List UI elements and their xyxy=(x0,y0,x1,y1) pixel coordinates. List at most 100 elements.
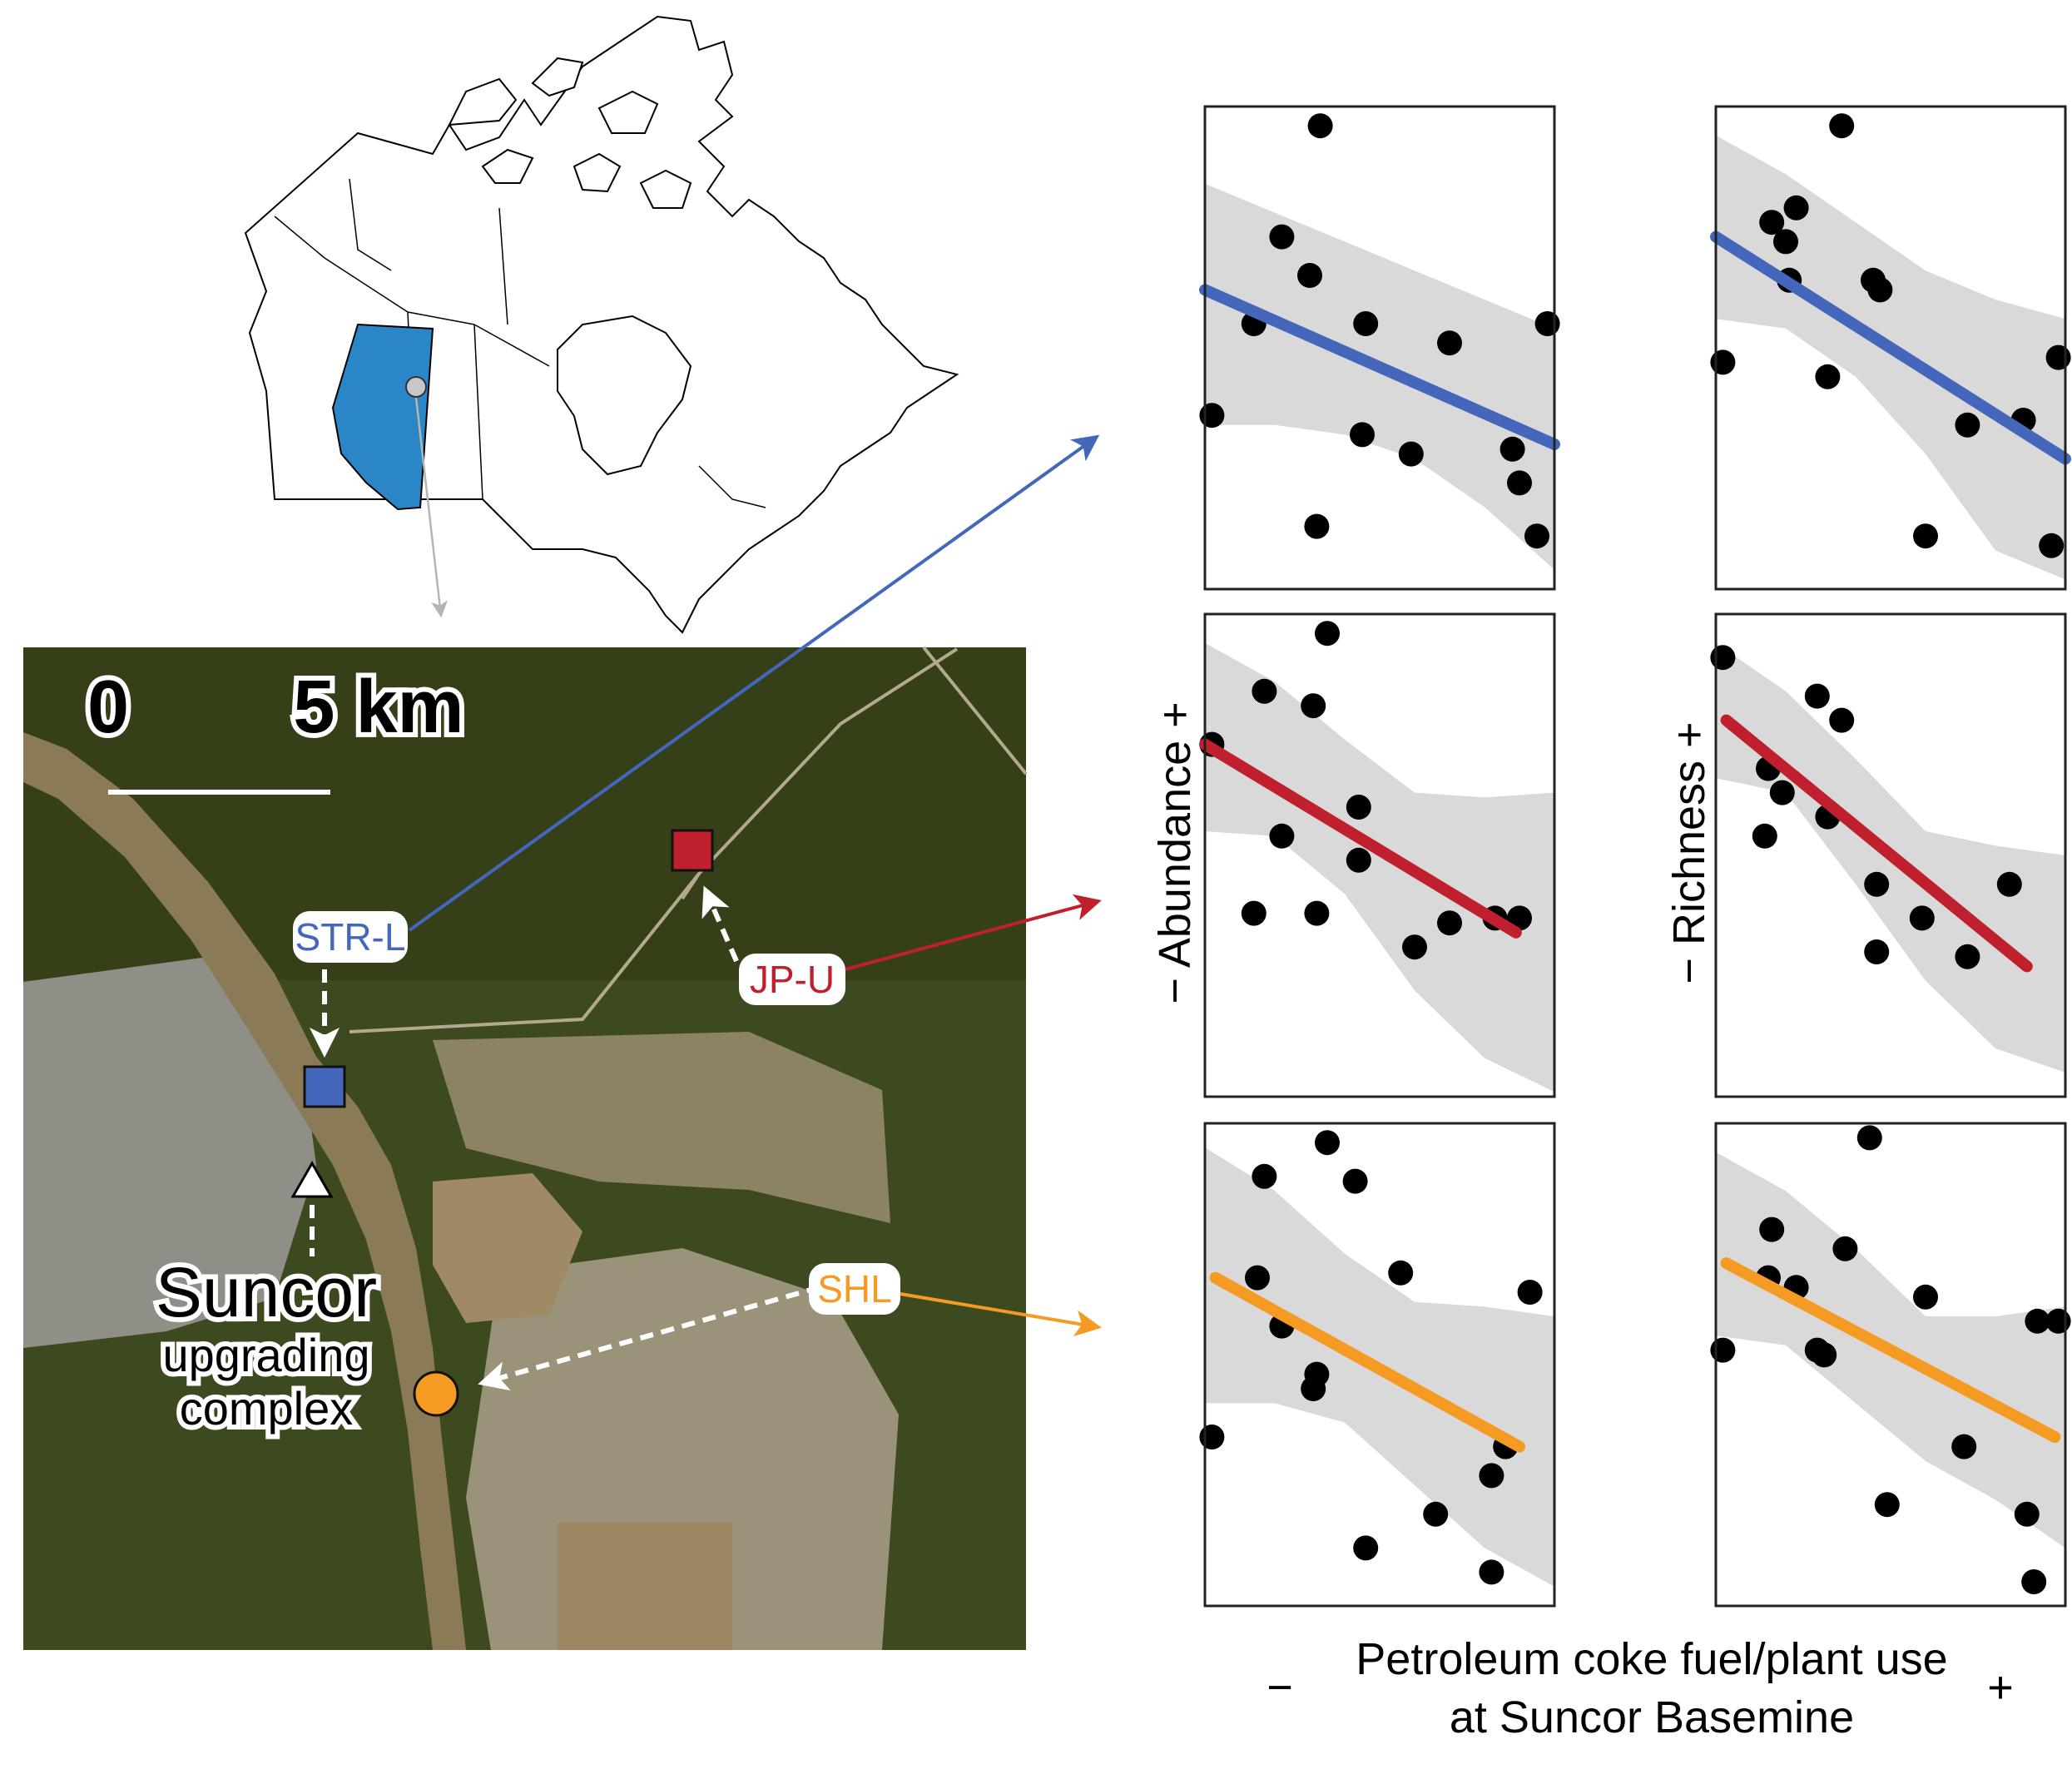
suncor-name: Suncor xyxy=(156,1253,377,1331)
roads xyxy=(349,646,1028,1033)
data-point xyxy=(1856,1125,1882,1151)
data-point xyxy=(1783,195,1809,221)
data-point xyxy=(1315,1130,1340,1156)
data-point xyxy=(1199,403,1225,429)
province-borders xyxy=(274,178,766,508)
panel-jp-u-abundance xyxy=(1199,612,1556,1098)
x-axis-plus: + xyxy=(1987,1662,2014,1712)
data-point xyxy=(2045,344,2071,370)
panel-frame xyxy=(1203,1122,1556,1608)
data-point xyxy=(2021,1569,2047,1594)
data-point xyxy=(2039,533,2065,558)
mine-area-west xyxy=(23,957,316,1348)
data-point xyxy=(1815,364,1841,389)
panel-shl-richness xyxy=(1710,1122,2071,1608)
data-point xyxy=(1479,1463,1504,1489)
confidence-band xyxy=(1205,642,1554,1093)
suncor-line1: upgrading xyxy=(162,1329,369,1381)
suncor-label: Suncor upgrading complex xyxy=(151,1248,382,1439)
alberta-province xyxy=(331,323,434,511)
data-point xyxy=(1955,944,1980,969)
data-point xyxy=(1829,707,1855,733)
panel-frame xyxy=(1714,1122,2067,1608)
data-point xyxy=(1864,871,1890,897)
data-point xyxy=(1769,780,1795,805)
data-point xyxy=(2014,1501,2040,1527)
data-point xyxy=(1350,422,1375,448)
x-axis-label-line2: at Suncor Basemine xyxy=(1450,1692,1854,1742)
panel-frame xyxy=(1203,612,1556,1098)
data-point xyxy=(1867,277,1893,303)
arrow-shl xyxy=(900,1292,1102,1337)
data-point xyxy=(1315,621,1340,647)
tailings-pond xyxy=(433,1173,582,1323)
x-axis-label-line1: Petroleum coke fuel/plant use xyxy=(1356,1634,1947,1684)
scale-zero: 0 xyxy=(87,666,129,749)
canada-locator-map xyxy=(244,15,959,634)
data-point xyxy=(1874,1492,1900,1518)
arrow-str-l xyxy=(408,434,1100,932)
data-point xyxy=(1346,847,1371,873)
locator-arrow xyxy=(414,397,448,618)
panel-frame xyxy=(1714,612,2067,1098)
trend-line xyxy=(1720,714,2033,973)
data-point xyxy=(1342,1168,1368,1194)
data-point xyxy=(1710,1337,1736,1363)
data-point xyxy=(1864,939,1890,964)
data-point xyxy=(1913,523,1938,549)
data-point xyxy=(1307,113,1333,139)
data-point xyxy=(1710,349,1736,375)
study-area-locator xyxy=(405,376,427,398)
data-point xyxy=(1517,1280,1543,1305)
panel-jp-u-richness xyxy=(1710,612,2067,1098)
data-point xyxy=(1388,1260,1414,1286)
data-point xyxy=(1479,1559,1504,1585)
site-shl-label: SHL xyxy=(817,1267,891,1311)
site-str-l-label: STR-L xyxy=(295,915,406,959)
scatter-panels xyxy=(1199,105,2071,1608)
data-point xyxy=(2025,1308,2050,1334)
settling-pond xyxy=(558,1523,732,1650)
data-point xyxy=(1499,436,1525,462)
data-point xyxy=(1353,1535,1379,1561)
panel-str-l-abundance xyxy=(1199,105,1560,591)
confidence-band xyxy=(1205,183,1554,570)
data-point xyxy=(1241,900,1266,926)
data-point xyxy=(1759,210,1785,235)
trend-line xyxy=(1209,1271,1525,1453)
data-point xyxy=(1437,910,1462,936)
data-point xyxy=(1832,1236,1858,1261)
data-point xyxy=(1297,263,1322,288)
data-point xyxy=(1773,229,1798,255)
data-point xyxy=(1353,311,1379,336)
data-point xyxy=(1913,1284,1938,1310)
site-jp-u-label: JP-U xyxy=(750,958,835,1001)
trend-line xyxy=(1720,1257,2061,1443)
data-point xyxy=(1398,441,1424,467)
data-point xyxy=(1269,823,1295,849)
site-shl-marker xyxy=(413,1370,459,1417)
data-point xyxy=(1996,871,2022,897)
data-point xyxy=(1301,693,1326,719)
data-point xyxy=(1301,1376,1326,1401)
mine-area-east xyxy=(433,1032,890,1223)
data-point xyxy=(1812,1342,1837,1368)
data-point xyxy=(1437,330,1462,356)
data-point xyxy=(1710,645,1736,671)
panel-frame xyxy=(1714,105,2067,591)
abundance-axis-label: − Abundance + xyxy=(1150,701,1200,1003)
satellite-map xyxy=(23,646,1028,1650)
panel-shl-abundance xyxy=(1199,1122,1556,1608)
site-labels: STR-L JP-U SHL xyxy=(293,911,900,1315)
data-point xyxy=(1951,1434,1977,1459)
data-point xyxy=(1507,470,1532,496)
site-to-plot-arrows xyxy=(408,434,1102,1337)
data-point xyxy=(1804,683,1830,709)
panel-frame xyxy=(1203,105,1556,591)
data-point xyxy=(1346,795,1371,820)
data-point xyxy=(1909,905,1935,931)
data-point xyxy=(1252,678,1277,704)
data-point xyxy=(1199,1425,1225,1449)
data-point xyxy=(1269,224,1295,250)
